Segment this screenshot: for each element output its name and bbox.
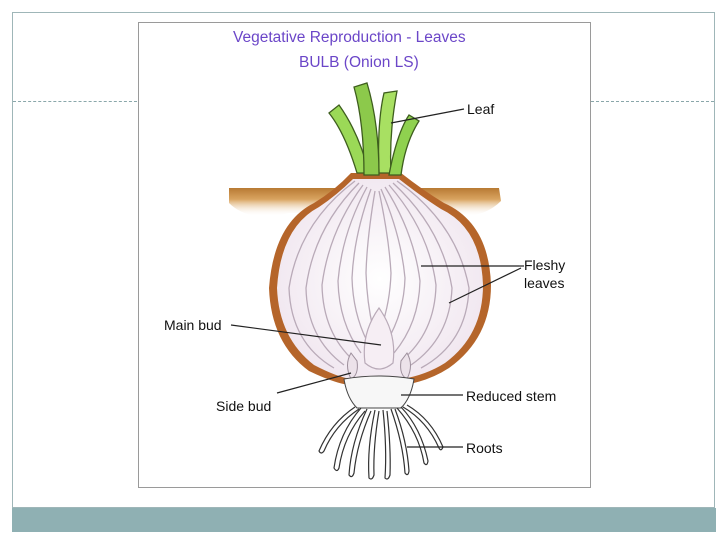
diagram-subtitle: BULB (Onion LS) — [299, 54, 419, 71]
main-bud — [363, 306, 395, 370]
bulb-flesh — [277, 179, 483, 379]
pointer-lines — [230, 108, 524, 448]
divider-left — [13, 101, 137, 102]
leaf-shoots — [328, 82, 420, 176]
onion-diagram — [229, 82, 524, 480]
diagram-title: Vegetative Reproduction - Leaves — [233, 29, 466, 46]
label-reduced-stem: Reduced stem — [466, 388, 557, 404]
divider-right — [591, 101, 714, 102]
footer-bar — [12, 508, 716, 532]
label-fleshy-2: leaves — [524, 275, 565, 291]
label-leaf: Leaf — [467, 101, 495, 117]
label-roots: Roots — [466, 440, 503, 456]
label-side-bud: Side bud — [216, 398, 272, 414]
fleshy-leaf-lines — [288, 180, 470, 369]
label-fleshy-1: Fleshy — [524, 257, 566, 273]
reduced-stem — [343, 375, 415, 409]
roots — [318, 404, 444, 480]
onion-figure: Vegetative Reproduction - Leaves BULB (O… — [138, 22, 591, 488]
label-main-bud: Main bud — [164, 317, 222, 333]
